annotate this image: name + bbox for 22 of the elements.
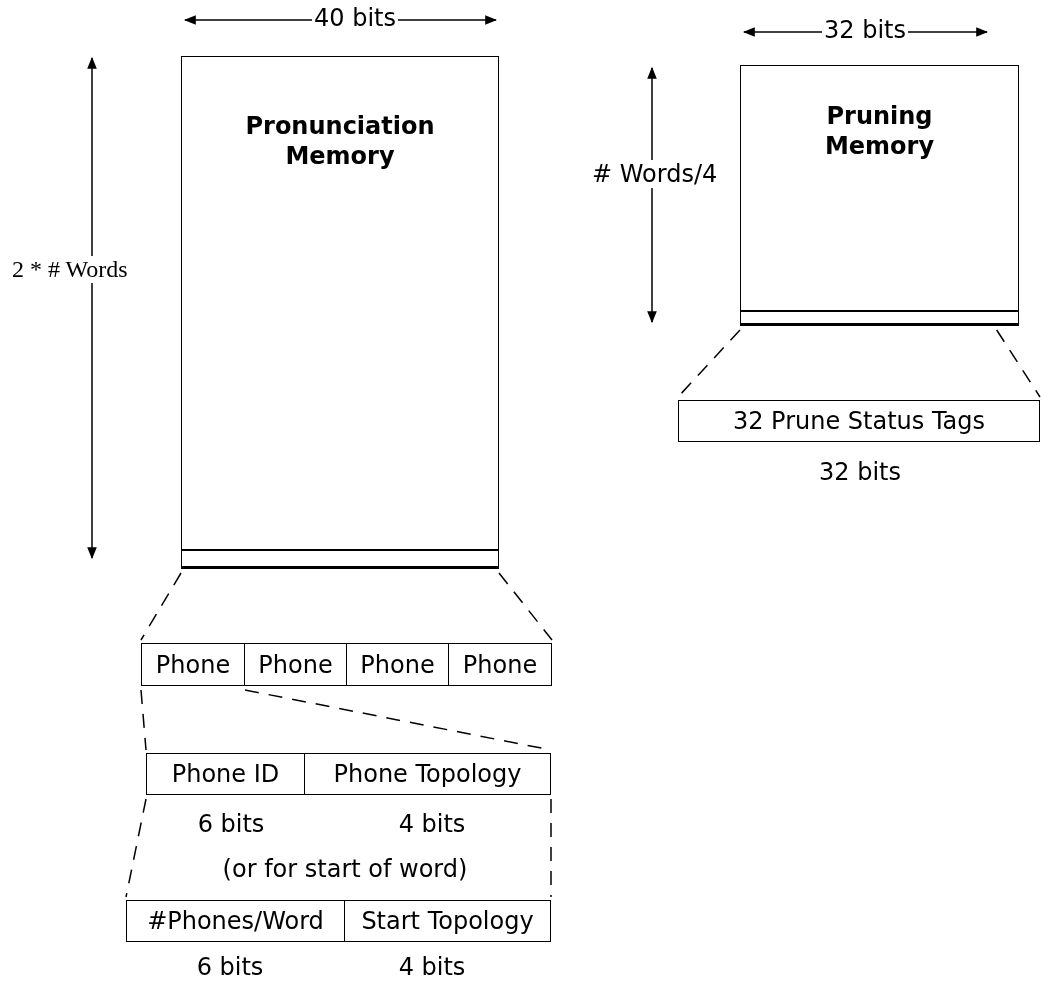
memory-row-strip <box>739 309 1019 326</box>
expansion-line <box>498 572 553 641</box>
memory-title: Pruning Memory <box>823 101 936 161</box>
phone-field: Phone <box>244 643 347 686</box>
phone-field: Phone <box>141 643 245 686</box>
topology-field: Start Topology <box>344 900 551 942</box>
expansion-line <box>125 798 147 898</box>
count-field: #Phones/Word <box>126 900 345 942</box>
expansion-line <box>995 329 1041 398</box>
memory-block <box>181 56 499 569</box>
phone-field: Phone <box>346 643 449 686</box>
dimension-label: 2 * # Words <box>10 256 130 283</box>
memory-block <box>740 65 1019 326</box>
expansion-line <box>550 798 552 898</box>
tag-field: 32 Prune Status Tags <box>678 400 1040 442</box>
expansion-line <box>140 689 147 751</box>
expansion-line <box>140 572 182 641</box>
id-field: Phone ID <box>146 753 305 795</box>
memory-title: Pronunciation Memory <box>244 111 436 171</box>
topology-field: Phone Topology <box>304 753 551 795</box>
memory-row-strip <box>180 548 499 569</box>
phone-field: Phone <box>448 643 552 686</box>
